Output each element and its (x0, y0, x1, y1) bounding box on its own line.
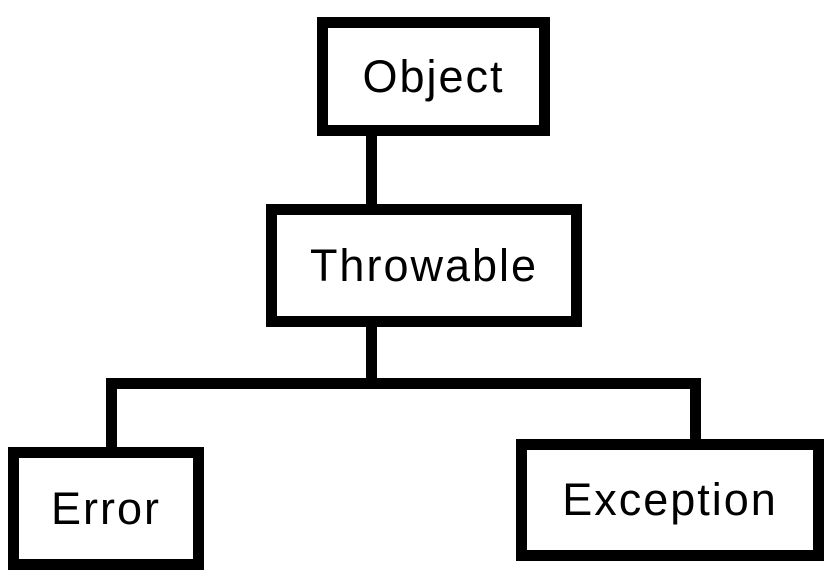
node-exception-label: Exception (562, 474, 778, 525)
edge-rail-exception (690, 378, 701, 444)
edge-object-throwable (366, 130, 377, 210)
node-object-label: Object (362, 50, 505, 102)
node-object: Object (317, 17, 550, 136)
node-throwable-label: Throwable (309, 239, 539, 291)
edge-rail-error (106, 378, 117, 452)
node-throwable: Throwable (266, 204, 582, 327)
node-error-label: Error (51, 482, 161, 534)
node-error: Error (8, 447, 204, 570)
node-exception: Exception (516, 439, 824, 561)
edge-horizontal-rail (106, 378, 701, 389)
edge-throwable-junction (366, 322, 377, 383)
